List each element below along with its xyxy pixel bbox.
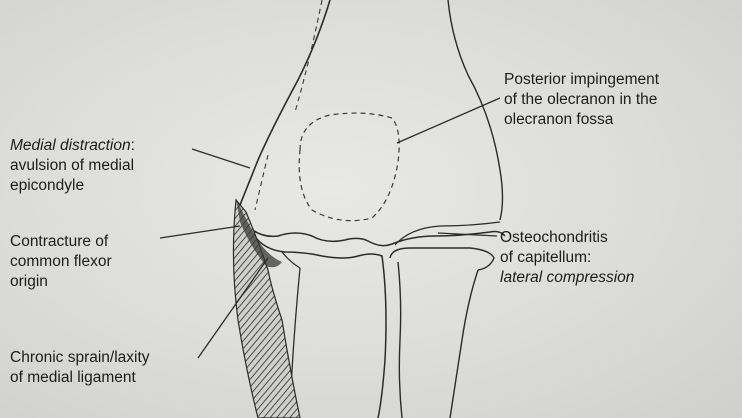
label-osteo-line3: lateral compression xyxy=(500,268,634,288)
label-chronic-sprain: Chronic sprain/laxity of medial ligament xyxy=(10,348,150,388)
leader-medial-distraction xyxy=(192,149,250,168)
articular-surface xyxy=(250,228,505,246)
leader-posterior xyxy=(397,98,500,143)
label-flexor-line3: origin xyxy=(10,272,112,292)
radius-head xyxy=(390,248,494,270)
label-flexor-line2: common flexor xyxy=(10,252,112,272)
label-sprain-line1: Chronic sprain/laxity xyxy=(10,348,150,368)
label-posterior-line1: Posterior impingement xyxy=(504,70,659,90)
label-flexor-line1: Contracture of xyxy=(10,232,112,252)
olecranon-fossa-dashed xyxy=(299,113,399,221)
label-medial-distraction-line2: avulsion of medial xyxy=(10,156,135,176)
label-flexor-contracture: Contracture of common flexor origin xyxy=(10,232,112,292)
label-medial-distraction: Medial distraction: avulsion of medial e… xyxy=(10,136,135,196)
leader-flexor xyxy=(160,226,240,238)
label-osteo-line1: Osteochondritis xyxy=(500,228,634,248)
radius-shaft xyxy=(398,262,478,418)
label-osteochondritis: Osteochondritis of capitellum: lateral c… xyxy=(500,228,634,288)
coronoid-edge xyxy=(282,252,300,268)
label-medial-distraction-line3: epicondyle xyxy=(10,176,135,196)
label-medial-distraction-term: Medial distraction xyxy=(10,137,131,154)
humerus-lateral-edge xyxy=(448,0,503,220)
label-sprain-line2: of medial ligament xyxy=(10,368,150,388)
label-posterior-line2: of the olecranon in the xyxy=(504,90,659,110)
label-posterior-impingement: Posterior impingement of the olecranon i… xyxy=(504,70,659,130)
label-posterior-line3: olecranon fossa xyxy=(504,110,659,130)
label-osteo-line2: of capitellum: xyxy=(500,248,634,268)
label-medial-distraction-colon: : xyxy=(131,137,135,154)
label-medial-distraction-line1: Medial distraction: xyxy=(10,136,135,156)
humerus-outline xyxy=(238,0,330,228)
